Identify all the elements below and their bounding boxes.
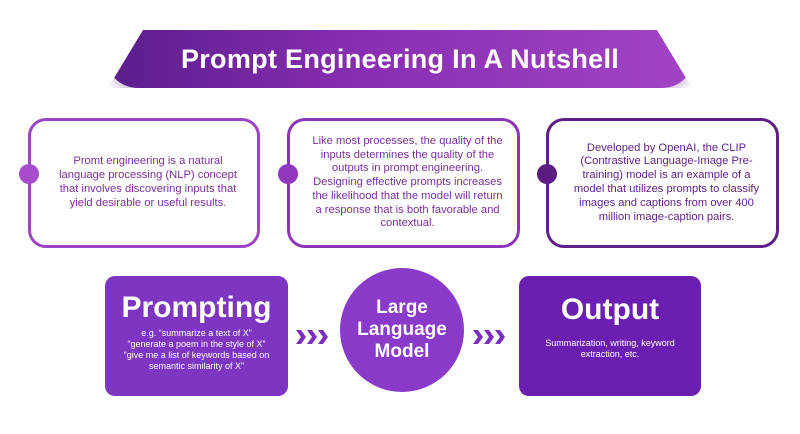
info-card-text: Developed by OpenAI, the CLIP (Contrasti… (573, 141, 760, 223)
prompting-box: Prompting e.g. “summarize a text of X” “… (105, 276, 288, 396)
prompting-example-line: “give me a list of keywords based on sem… (123, 350, 270, 371)
info-card-text: Like most processes, the quality of the … (312, 134, 503, 230)
title-banner-shape (108, 30, 692, 88)
info-card-text: Promt engineering is a natural language … (59, 155, 237, 209)
output-title: Output (560, 293, 660, 326)
triple-chevron-right-icon (473, 330, 505, 344)
triple-chevron-right-icon (296, 330, 328, 344)
chevron-right-icon (296, 330, 306, 344)
card-bullet-dot (537, 164, 557, 184)
llm-title: Large Language Model (357, 297, 447, 362)
card-bullet-dot (278, 164, 298, 184)
chevron-right-icon (484, 330, 494, 344)
info-card-nlp: Promt engineering is a natural language … (28, 118, 260, 248)
chevron-right-icon (495, 330, 505, 344)
info-card-quality: Like most processes, the quality of the … (287, 118, 520, 248)
prompting-examples: e.g. “summarize a text of X” “generate a… (105, 328, 288, 372)
chevron-right-icon (307, 330, 317, 344)
output-box: Output Summarization, writing, keyword e… (519, 276, 701, 396)
info-card-clip: Developed by OpenAI, the CLIP (Contrasti… (546, 118, 779, 248)
prompting-example-line: “generate a poem in the style of X” (127, 339, 266, 349)
output-description: Summarization, writing, keyword extracti… (545, 338, 675, 359)
page-title: Prompt Engineering In A Nutshell (180, 43, 620, 74)
chevron-right-icon (318, 330, 328, 344)
prompting-example-line: e.g. “summarize a text of X” (141, 328, 252, 338)
chevron-right-icon (473, 330, 483, 344)
title-banner: Prompt Engineering In A Nutshell (86, 26, 714, 92)
prompting-title: Prompting (121, 291, 272, 324)
card-bullet-dot (19, 164, 39, 184)
llm-circle: Large Language Model (340, 268, 464, 392)
